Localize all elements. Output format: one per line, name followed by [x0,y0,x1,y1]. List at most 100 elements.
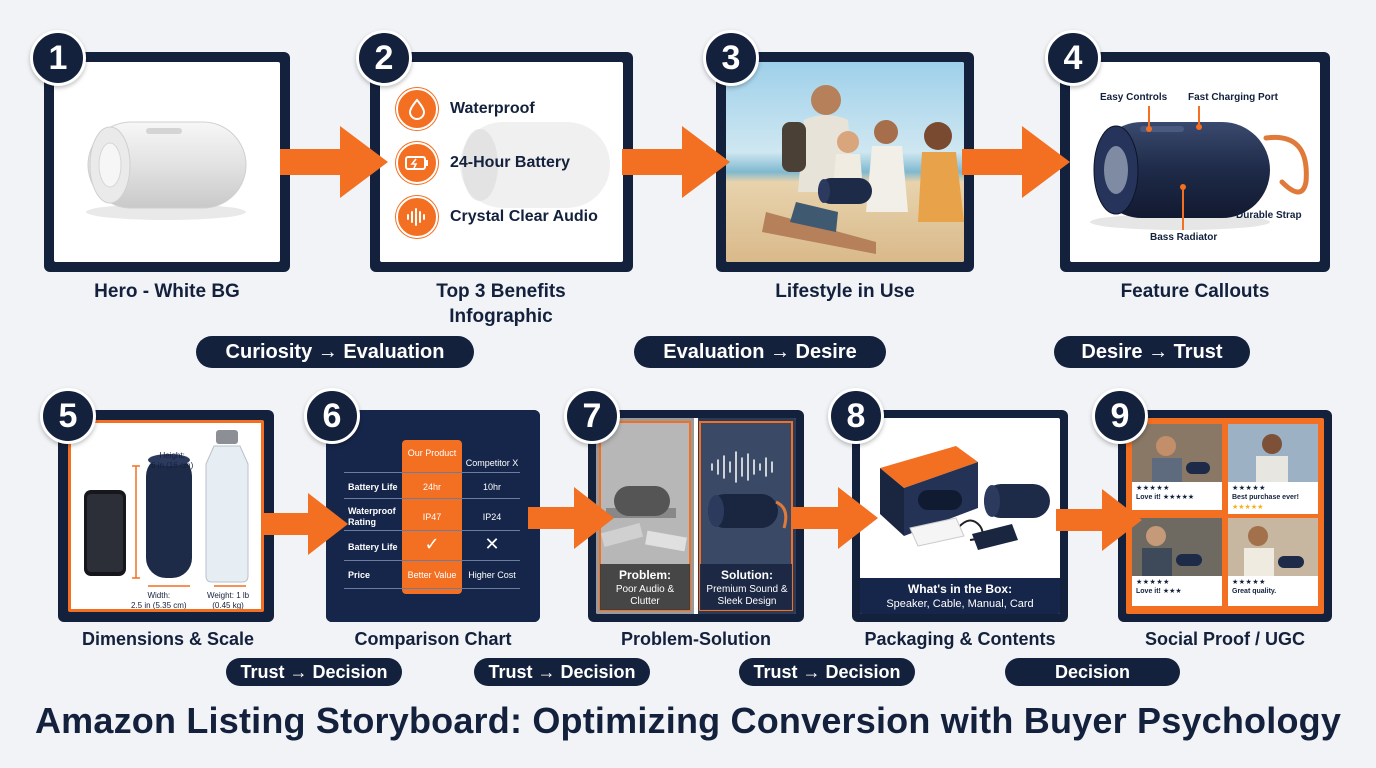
height-value: 6 in (16 cm) [151,461,194,471]
problem-text: Poor Audio & Clutter [615,584,675,607]
ugc-grid: ★★★★★ Love it! ★★★★★ ★★★★★ Best purchase… [1126,418,1324,614]
step-number-8: 8 [828,388,884,444]
row-theirs: 10hr [482,482,501,492]
row-theirs: IP24 [482,512,502,522]
box-title: What's in the Box: [907,582,1013,596]
water-drop-icon [396,88,438,130]
step-label-5: Dimensions & Scale [81,629,255,649]
benefit-label: Crystal Clear Audio [450,208,598,225]
benefits-infographic: Waterproof 24-Hour Battery Crystal Clear… [380,62,623,262]
row-label: Battery Life [348,482,398,492]
callout-fast-charging: Fast Charging Port [1188,92,1279,103]
comparison-table: Our Product Competitor X Battery Life 24… [326,410,540,622]
width-value: 2.5 in (5.35 cm) [131,601,187,611]
stage-pill: Curiosity → Evaluation [196,336,474,368]
beach-friends-image [726,62,964,262]
panel-dimensions: Height: 6 in (16 cm) Width: 2.5 in (5.35… [58,410,274,622]
row-ours: Better Value [407,570,457,580]
stage-pill: Trust → Decision [739,658,915,686]
row-label: Price [348,570,371,580]
feature-callouts: Easy Controls Fast Charging Port Durable… [1070,62,1320,262]
review-text: Love it! ★★★★★ [1136,494,1195,502]
review-text: Best purchase ever! [1232,494,1299,502]
benefit-label: 24-Hour Battery [450,154,571,171]
panel-social-proof: ★★★★★ Love it! ★★★★★ ★★★★★ Best purchase… [1118,410,1332,622]
callout-dot [1196,124,1202,130]
check-icon: ✓ [424,534,440,554]
star-rating: ★★★★★ [1232,485,1266,492]
benefit-audio: Crystal Clear Audio [396,196,598,238]
benefit-battery: 24-Hour Battery [396,142,570,184]
white-speaker-image [86,121,247,220]
customer-photos-image [1132,424,1318,576]
height-title: Height: [159,451,185,460]
box-contents: Speaker, Cable, Manual, Card [886,598,1034,610]
review-text: Great quality. [1232,588,1277,596]
step-label-7: Problem-Solution [621,629,771,649]
callout-easy-controls: Easy Controls [1100,92,1168,103]
header-our-product: Our Product [407,448,457,458]
problem-title: Problem: [618,568,671,582]
lifestyle-photo [726,62,964,262]
step-label-1: Hero - White BG [94,281,240,302]
benefit-label: Waterproof [450,100,535,117]
stage-pill: Decision [1005,658,1180,686]
star-rating: ★★★★★ [1136,579,1170,586]
packaging-image: What's in the Box: Speaker, Cable, Manua… [860,418,1060,614]
navy-speaker-image [1090,122,1309,230]
step-label-6: Comparison Chart [354,629,512,649]
weight-label: Weight: 1 lb (0.45 kg) [207,591,250,611]
header-competitor: Competitor X [465,458,519,468]
step-number-7: 7 [564,388,620,444]
width-title: Width: [147,591,171,600]
weight-value: (0.45 kg) [212,601,244,611]
solution-text: Premium Sound & Sleek Design [706,584,788,607]
panel-packaging: What's in the Box: Speaker, Cable, Manua… [852,410,1068,622]
height-label: Height: 6 in (16 cm) [151,451,193,472]
table-divider [344,498,520,499]
table-divider [344,588,520,589]
review-card: ★★★★★ Great quality. [1228,576,1318,606]
table-divider [344,472,520,473]
problem-solution-image: Problem: Poor Audio & Clutter Solution: … [596,418,796,614]
star-rating: ★★★★★ [1232,579,1266,586]
callout-line [1182,188,1184,230]
scale-comparison-image [84,430,249,587]
stage-pill: Evaluation → Desire [634,336,886,368]
callout-dot [1180,184,1186,190]
callout-durable-strap: Durable Strap [1236,210,1302,221]
stage-pill: Trust → Decision [226,658,402,686]
panel-lifestyle [716,52,974,272]
stage-pill: Trust → Decision [474,658,650,686]
our-product-column [402,440,462,594]
panel-comparison: Our Product Competitor X Battery Life 24… [326,410,540,622]
arrow-1-2 [280,126,388,198]
split-comparison-image [596,418,796,614]
arrow-7-8 [792,487,878,549]
review-extra-stars: ★★★★★ [1232,503,1264,511]
star-rating: ★★★★★ [1136,485,1170,492]
callout-dot [1146,126,1152,132]
benefit-waterproof: Waterproof [396,88,535,130]
callout-line [1148,106,1150,128]
weight-title: Weight: 1 lb [207,591,250,600]
faded-speaker-image [460,122,610,208]
step-label-8: Packaging & Contents [864,629,1056,649]
panel-features: Easy Controls Fast Charging Port Durable… [1060,52,1330,272]
arrow-8-9 [1056,489,1142,551]
box-contents-image [860,446,1060,614]
step-label-2: Top 3 Benefits Infographic [436,281,566,327]
panel-problem-solution: Problem: Poor Audio & Clutter Solution: … [588,410,804,622]
row-ours: 24hr [422,482,441,492]
stage-pill: Desire → Trust [1054,336,1250,368]
callout-bass-radiator: Bass Radiator [1150,232,1218,243]
step-number-6: 6 [304,388,360,444]
dimensions-image: Height: 6 in (16 cm) Width: 2.5 in (5.35… [68,420,264,612]
row-label: Waterproof Rating [348,506,396,528]
row-label: Battery Life [348,542,398,552]
arrow-5-6 [262,493,348,555]
arrow-3-4 [962,126,1070,198]
arrow-2-3 [622,126,730,198]
panel-hero [44,52,290,272]
review-card: ★★★★★ Best purchase ever! ★★★★★ [1228,482,1318,514]
